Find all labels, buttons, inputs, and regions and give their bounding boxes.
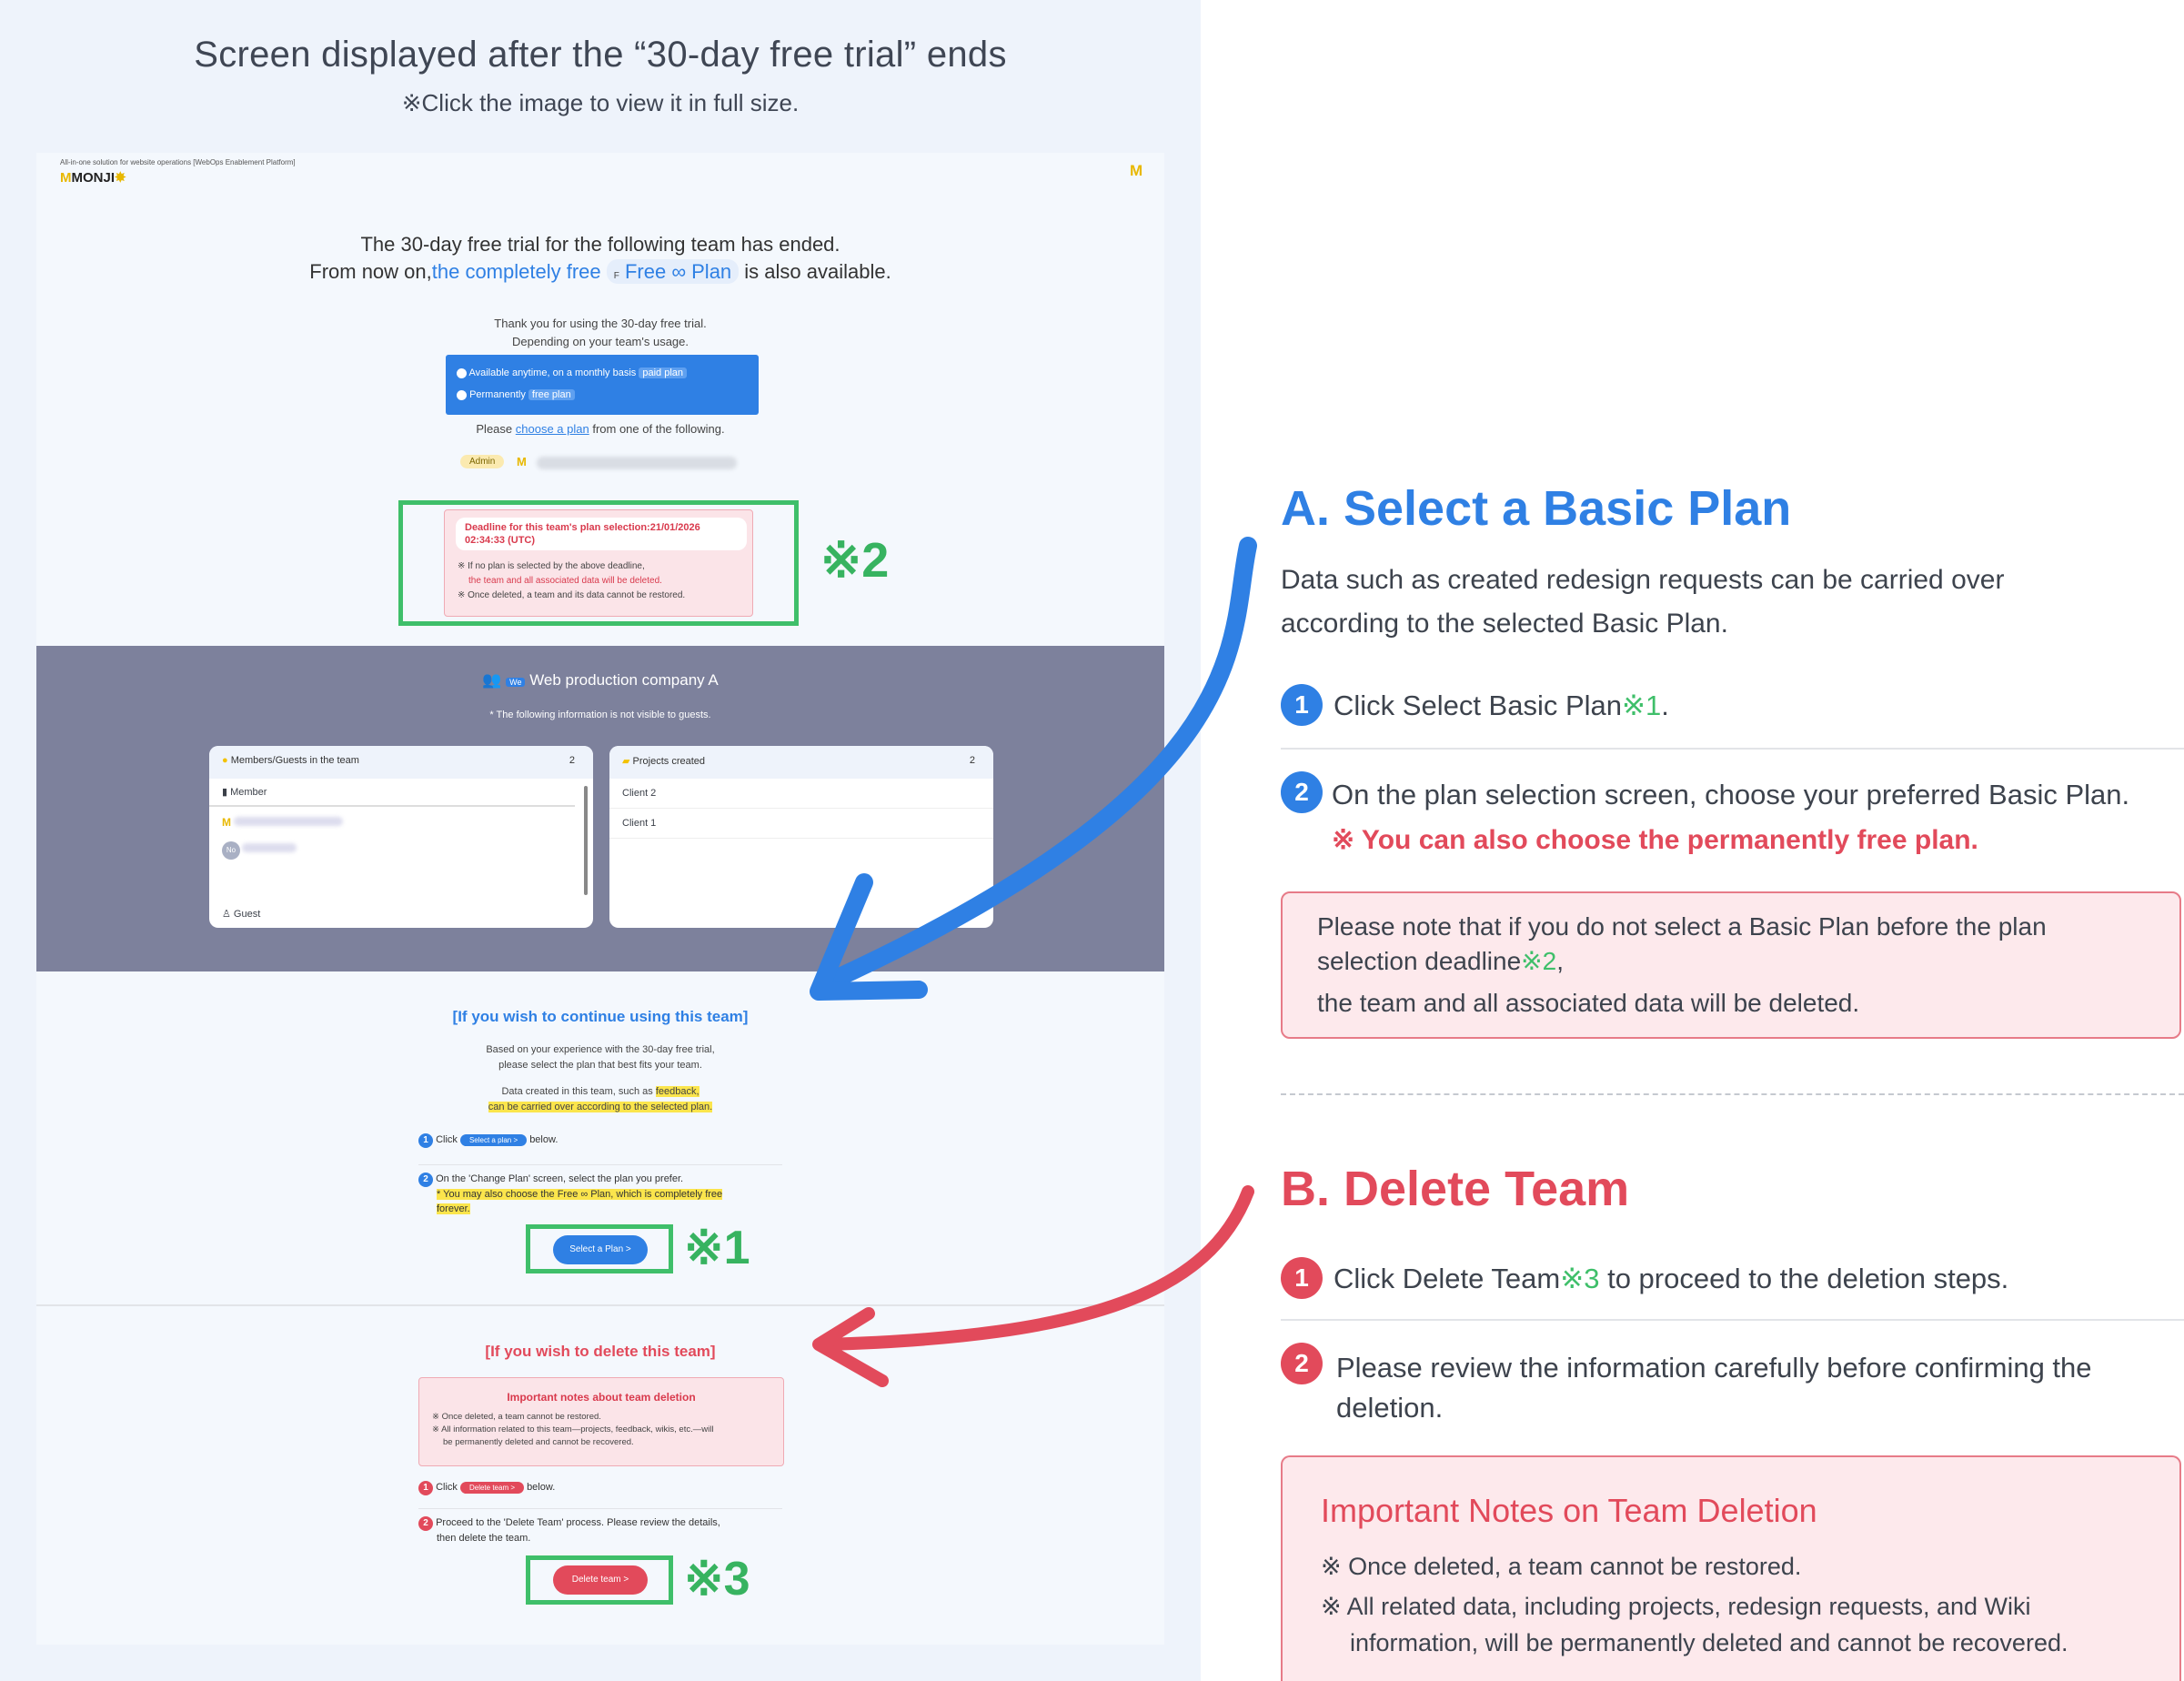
choose-plan-link[interactable]: choose a plan [515,422,589,436]
team-icon: 👥 [482,671,502,689]
thanks-text: Thank you for using the 30-day free tria… [494,317,707,348]
section-a-desc: Data such as created redesign requests c… [1281,565,2005,639]
select-plan-highlight [526,1224,673,1273]
section-a-title: A. Select a Basic Plan [1281,481,1792,536]
member-label: ▮ Member [209,779,575,807]
delete-team-button[interactable]: Delete team > [553,1565,648,1595]
delete-team-highlight [526,1555,673,1605]
section-a-warning: Please note that if you do not select a … [1281,891,2181,1039]
continue-desc: Based on your experience with the 30-day… [486,1044,715,1071]
choose-plan-text: Please choose a plan from one of the fol… [476,422,725,436]
projects-card: ▰ Projects created 2 Client 2 Client 1 [609,746,993,928]
section-b-step-2: Please review the information carefully … [1336,1352,2092,1424]
arrow-curve-icon [817,1185,1254,1351]
arrow-curve-icon [812,1307,889,1387]
continue-title: [If you wish to continue using this team… [452,1008,749,1025]
select-plan-inline-button: Select a plan > [459,1134,528,1146]
monji-logo-icon: M [60,170,72,186]
option-free[interactable]: Permanently free plan [457,389,575,400]
deadline-highlight [398,500,799,626]
step-number-badge: 2 [1281,1343,1323,1384]
left-panel: Screen displayed after the “30-day free … [0,0,1201,1681]
delete-notes-box: Important notes about team deletion ※ On… [418,1377,784,1466]
team-note: * The following information is not visib… [489,710,711,720]
team-band: 👥 We Web production company A * The foll… [36,646,1164,971]
section-a-step-1: Click Select Basic Plan※1. [1334,690,1669,721]
monji-logo-icon: M [517,455,527,468]
note-1-label: ※1 [684,1222,750,1274]
delete-title: [If you wish to delete this team] [485,1343,716,1360]
deadline-text: Deadline for this team's plan selection:… [456,518,747,550]
team-name: 👥 We Web production company A [482,671,719,689]
member-row: No [209,838,593,863]
team-badge: We [506,678,526,687]
continue-step-1: 1 Click Select a plan > below. [418,1133,558,1148]
note-2-label: ※2 [820,533,890,588]
monji-logo-icon[interactable]: M [1130,162,1143,179]
delete-step-2: 2 Proceed to the 'Delete Team' process. … [418,1515,819,1545]
members-card: ● Members/Guests in the team 2 ▮ Member … [209,746,593,928]
brand-logo[interactable]: MMONJI✸ [60,170,126,186]
plan-options: Available anytime, on a monthly basis pa… [446,355,759,415]
delete-team-inline-button: Delete team > [459,1482,524,1494]
option-paid[interactable]: Available anytime, on a monthly basis pa… [457,367,688,378]
admin-badge: Admin [460,455,505,468]
section-b-title: B. Delete Team [1281,1162,1630,1216]
deadline-box: Deadline for this team's plan selection:… [444,509,753,617]
deadline-notes: ※ If no plan is selected by the above de… [458,561,686,600]
person-icon: ● [222,755,228,766]
project-item[interactable]: Client 2 [609,779,993,809]
blurred-email [537,457,737,469]
section-a-step-2-note: ※ You can also choose the permanently fr… [1332,825,1978,855]
free-plan-headline: From now on,the completely free F Free ∞… [309,259,891,284]
members-header: ● Members/Guests in the team 2 [209,746,593,779]
guest-label: ♙ Guest [222,909,261,920]
free-plan-badge: F Free ∞ Plan [606,259,740,284]
step-number-badge: 2 [1281,771,1323,813]
free-plan-link[interactable]: the completely free [431,260,601,283]
members-scrollbar[interactable] [584,786,588,895]
projects-header: ▰ Projects created 2 [609,746,993,779]
page-title: Screen displayed after the “30-day free … [194,35,1007,75]
section-b-notes: Important Notes on Team Deletion ※ Once … [1281,1455,2181,1681]
step-number-badge: 1 [1281,684,1323,726]
section-a-step-2: On the plan selection screen, choose you… [1332,779,2130,810]
section-divider [1281,1093,2184,1095]
section-b-step-1: Click Delete Team※3 to proceed to the de… [1334,1263,2009,1294]
brand-tagline: All-in-one solution for website operatio… [60,158,296,166]
project-item[interactable]: Client 1 [609,809,993,839]
note-3-label: ※3 [684,1553,750,1606]
continue-step-2: 2 On the 'Change Plan' screen, select th… [418,1172,800,1216]
member-row: M [209,807,593,838]
step-number-badge: 1 [1281,1257,1323,1299]
page-subtitle: ※Click the image to view it in full size… [401,89,800,116]
arrow-curve-icon [810,873,928,1001]
trial-ended-headline: The 30-day free trial for the following … [360,233,840,256]
continue-highlight: Data created in this team, such as feedb… [488,1086,713,1112]
select-plan-button[interactable]: Select a Plan > [553,1235,648,1264]
delete-step-1: 1 Click Delete team > below. [418,1481,555,1495]
folder-icon: ▰ [622,756,630,767]
arrow-curve-icon [819,537,1257,991]
